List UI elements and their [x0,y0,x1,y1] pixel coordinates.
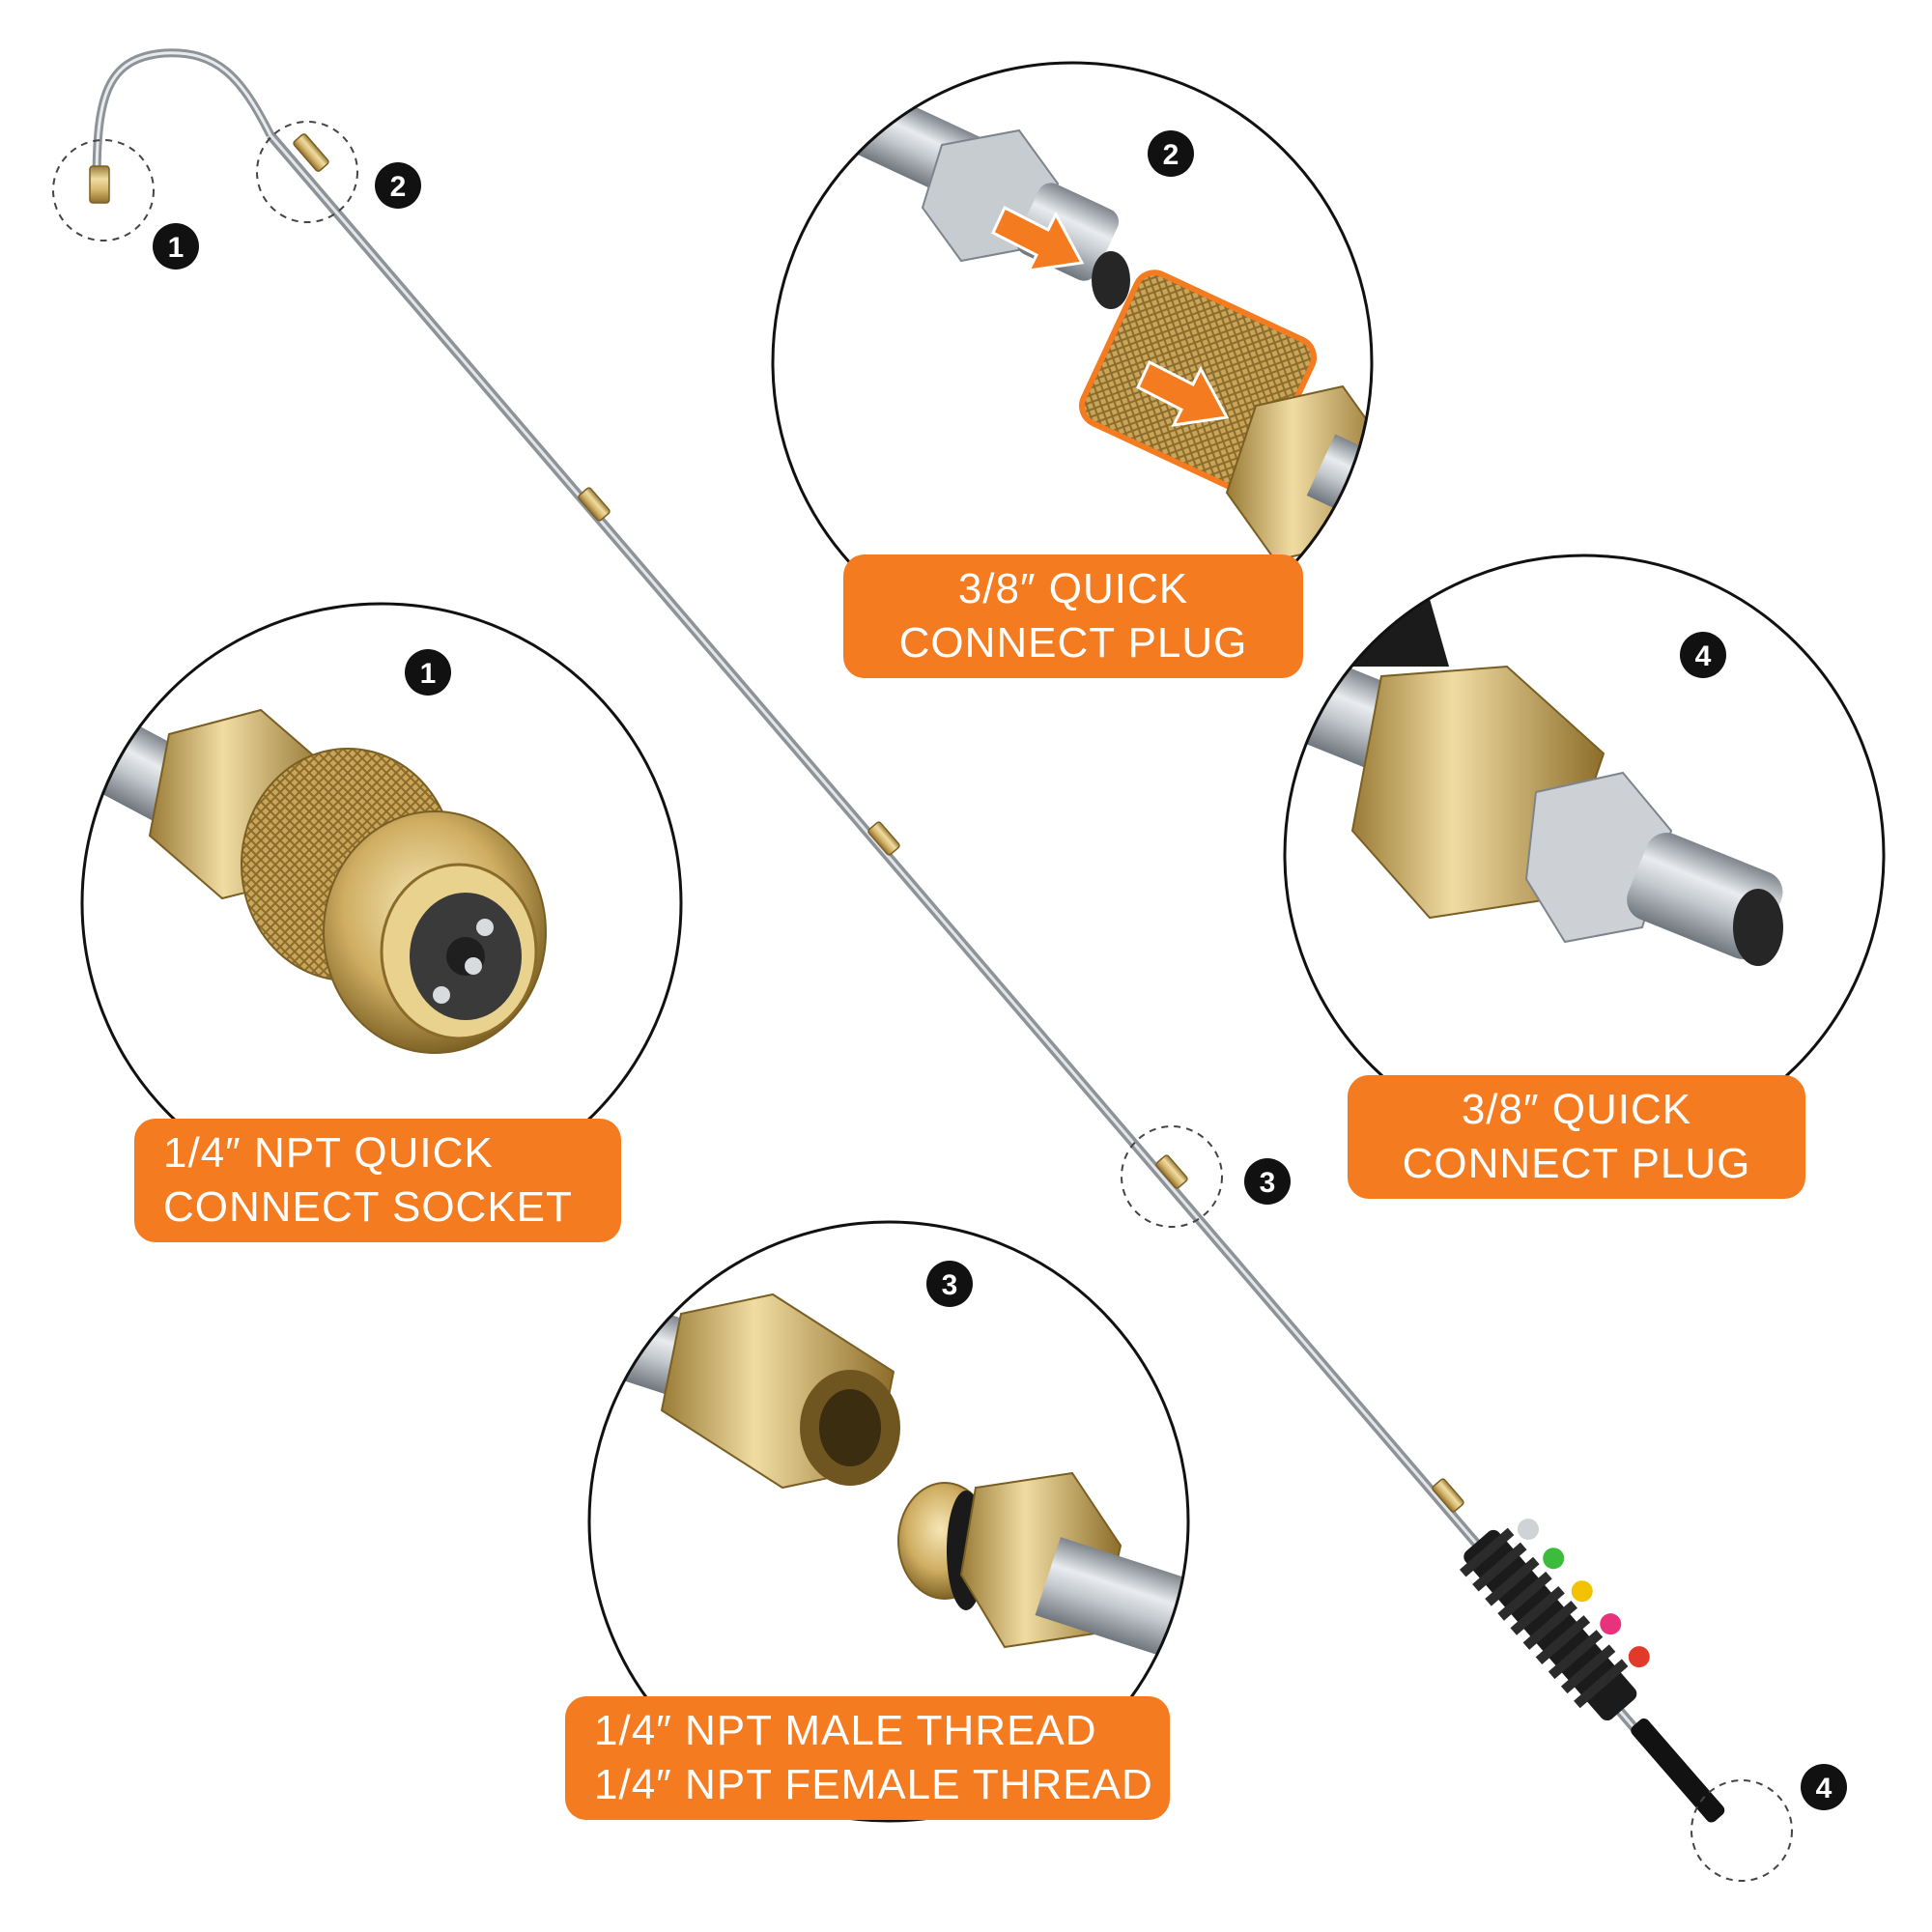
svg-text:2: 2 [1163,139,1179,171]
label-plug-connect: 3/8″ QUICK CONNECT PLUG [843,554,1303,678]
badge-1-detail: 1 [405,649,451,696]
label-plug-line-1: 3/8″ QUICK [1461,1086,1692,1133]
svg-text:1: 1 [168,232,185,264]
label-socket-line-2: CONNECT SOCKET [163,1183,573,1231]
svg-text:4: 4 [1816,1773,1833,1804]
badge-3-wand: 3 [1244,1158,1291,1205]
marker-circle-4 [1690,1779,1793,1882]
label-threads: 1/4″ NPT MALE THREAD 1/4″ NPT FEMALE THR… [565,1696,1170,1820]
badge-2-wand: 2 [375,162,421,209]
label-threads-line-2: 1/4″ NPT FEMALE THREAD [594,1761,1153,1808]
label-plug-line-2: CONNECT PLUG [1402,1140,1751,1187]
direction-arrow-icon [991,205,1230,427]
detail-circle-plug [1283,554,1886,1156]
nozzle-tips-icon [1459,1519,1725,1823]
svg-text:3: 3 [942,1269,958,1301]
label-plug-connect-line-1: 3/8″ QUICK [957,565,1189,612]
marker-circle-3 [1121,1125,1223,1228]
svg-text:2: 2 [390,171,407,203]
badge-3-detail: 3 [926,1261,973,1307]
detail-circle-threads [587,1220,1190,1823]
wand-illustration [89,48,1725,1823]
badge-2-detail: 2 [1148,130,1194,177]
svg-text:4: 4 [1695,640,1712,672]
marker-circle-1 [52,139,155,242]
svg-text:3: 3 [1260,1167,1276,1199]
label-threads-line-1: 1/4″ NPT MALE THREAD [594,1707,1097,1754]
label-plug: 3/8″ QUICK CONNECT PLUG [1348,1075,1805,1199]
label-socket: 1/4″ NPT QUICK CONNECT SOCKET [134,1119,621,1242]
badge-1-wand: 1 [153,223,199,270]
number-badges: 1 2 3 4 1 2 3 4 [153,130,1847,1810]
marker-circle-2 [256,121,358,223]
badge-4-wand: 4 [1801,1764,1847,1810]
label-socket-line-1: 1/4″ NPT QUICK [163,1129,494,1177]
badge-4-detail: 4 [1680,632,1726,678]
svg-text:1: 1 [420,658,437,690]
label-plug-connect-line-2: CONNECT PLUG [898,619,1248,667]
detail-circle-socket [80,602,683,1205]
